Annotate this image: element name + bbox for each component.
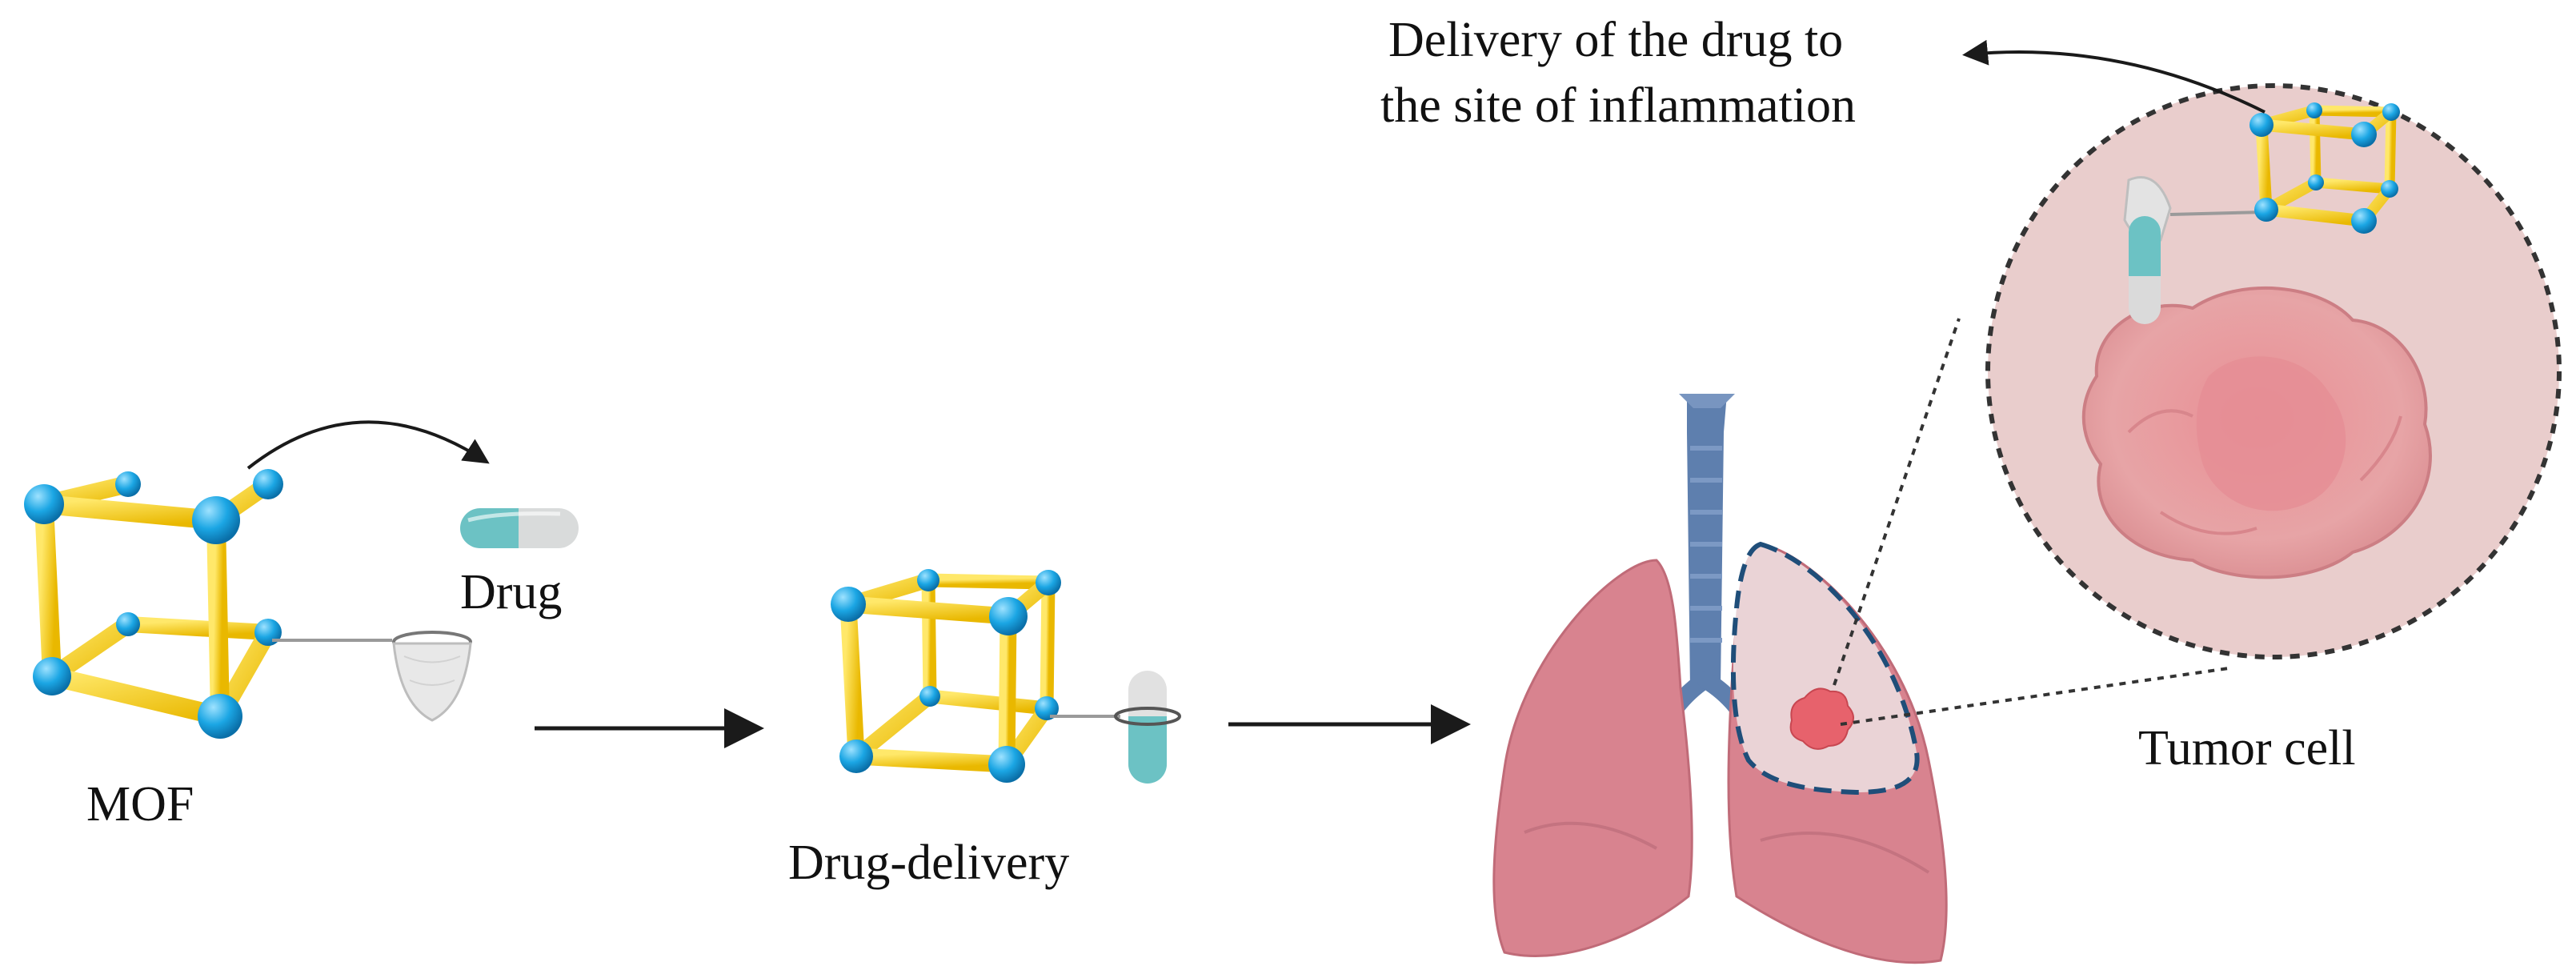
drug-delivery-cube-icon <box>831 569 1061 783</box>
drug-capsule-icon <box>460 508 579 548</box>
net-icon <box>272 631 472 722</box>
connector-line <box>1840 667 2229 726</box>
tumor-cell-label: Tumor cell <box>2138 721 2356 776</box>
connector-line <box>1833 318 1961 686</box>
curved-arrow-icon <box>1962 39 2266 114</box>
delivery-caption-line2: the site of inflammation <box>1380 78 1856 133</box>
zoom-circle <box>1985 83 2562 659</box>
mof-label: MOF <box>86 777 194 832</box>
curved-arrow-icon <box>246 420 490 470</box>
mof-cube-icon <box>24 469 283 739</box>
drug-delivery-label: Drug-delivery <box>788 836 1069 890</box>
lungs-icon <box>1492 394 1948 964</box>
drug-label: Drug <box>460 565 562 619</box>
delivery-caption-line1: Delivery of the drug to <box>1388 13 1843 67</box>
net-with-drug-icon <box>1050 671 1181 784</box>
